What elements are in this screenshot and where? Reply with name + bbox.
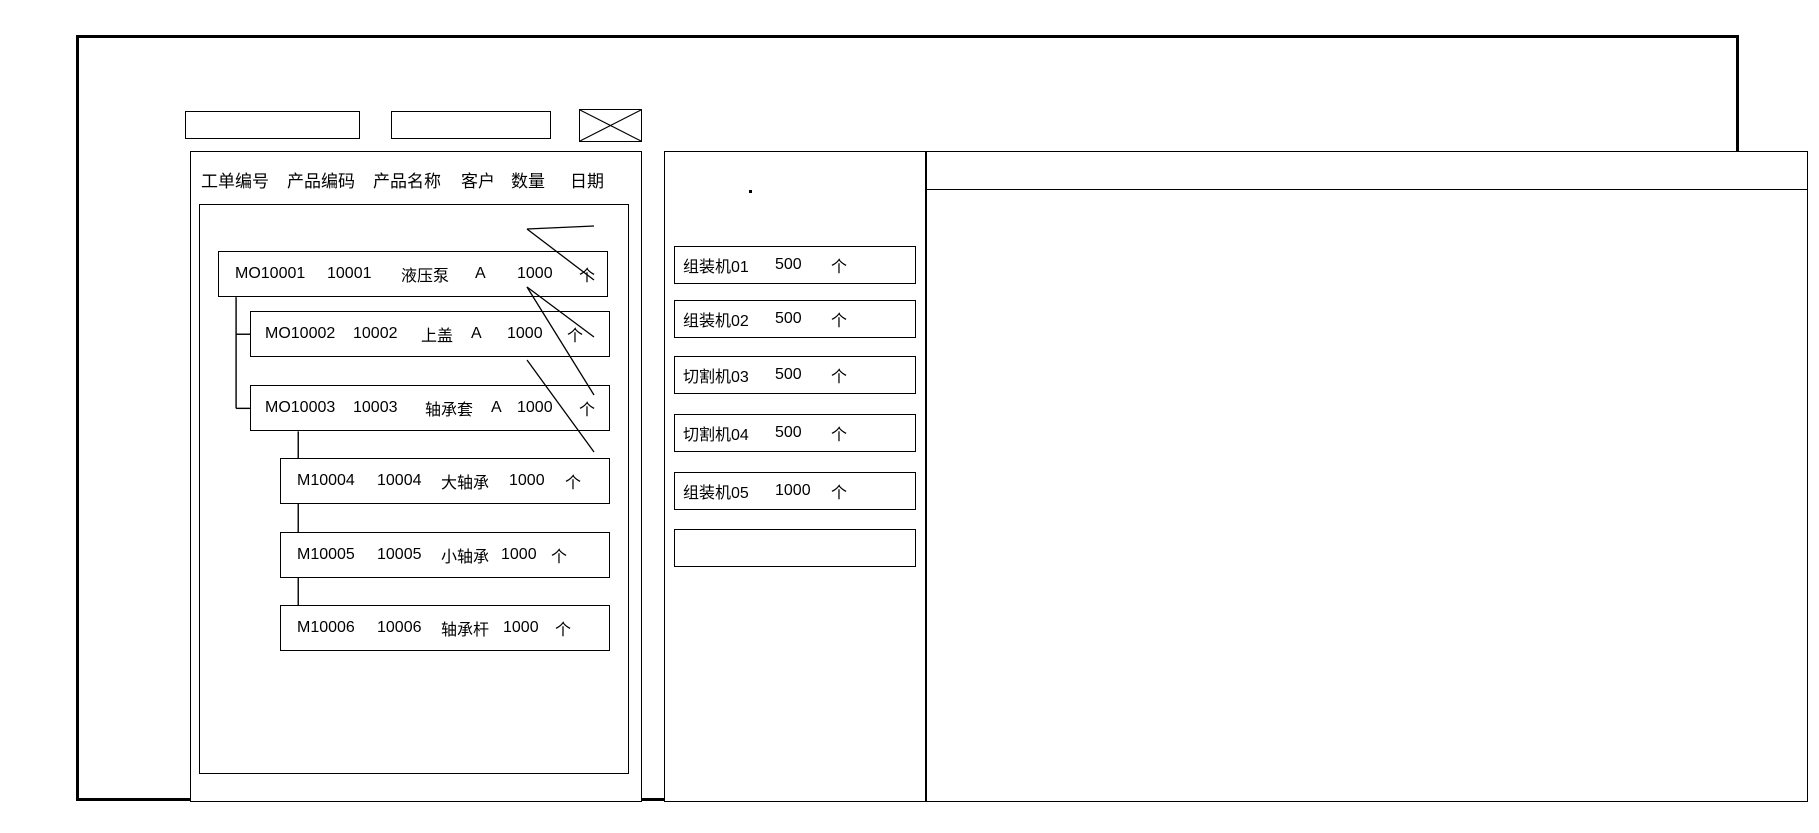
window-frame: 工单编号 产品编码 产品名称 客户 数量 日期	[76, 35, 1808, 802]
column-header-product-code: 产品编码	[287, 172, 355, 191]
cell-product-code: 10004	[377, 472, 422, 489]
machine-qty: 500	[775, 424, 802, 441]
list-item-empty[interactable]	[674, 529, 916, 567]
cell-order-no: MO10001	[235, 265, 306, 282]
cell-product-code: 10002	[353, 325, 398, 342]
table-row[interactable]: MO10002 10002 上盖 A 1000 个	[250, 311, 610, 357]
cell-order-no: M10005	[297, 546, 355, 563]
cell-unit: 个	[551, 549, 568, 566]
table-row[interactable]: MO10003 10003 轴承套 A 1000 个	[250, 385, 610, 431]
machine-qty: 500	[775, 256, 802, 273]
column-header-customer: 客户	[461, 172, 495, 191]
machine-qty: 500	[775, 366, 802, 383]
cell-product-code: 10003	[353, 399, 398, 416]
cell-order-no: MO10003	[265, 399, 336, 416]
machine-unit: 个	[831, 259, 848, 276]
table-row[interactable]: M10004 10004 大轴承 1000 个	[280, 458, 610, 504]
cell-unit: 个	[565, 475, 582, 492]
cell-customer: A	[471, 325, 482, 342]
toolbar-field-1[interactable]	[185, 111, 360, 139]
machine-name: 切割机03	[683, 369, 749, 386]
machine-unit: 个	[831, 485, 848, 502]
cell-product-name: 大轴承	[441, 475, 490, 492]
machine-name: 组装机05	[683, 485, 749, 502]
machine-assignment-panel: 组装机01 500 个 组装机02 500 个 切割机03 500 个 切割机0…	[664, 151, 926, 802]
cell-unit: 个	[567, 328, 584, 345]
cell-unit: 个	[555, 622, 572, 639]
detail-panel	[926, 151, 1808, 802]
cell-quantity: 1000	[501, 546, 537, 563]
panel-dot-marker	[749, 190, 752, 193]
cell-customer: A	[475, 265, 486, 282]
image-placeholder-icon[interactable]	[579, 109, 642, 142]
cell-order-no: MO10002	[265, 325, 336, 342]
column-headers: 工单编号 产品编码 产品名称 客户 数量 日期	[191, 169, 641, 195]
cell-order-no: M10006	[297, 619, 355, 636]
work-order-tree-panel: 工单编号 产品编码 产品名称 客户 数量 日期	[190, 151, 642, 802]
column-header-quantity: 数量	[511, 172, 545, 191]
cell-customer: A	[491, 399, 502, 416]
cell-quantity: 1000	[503, 619, 539, 636]
machine-unit: 个	[831, 313, 848, 330]
list-item[interactable]: 组装机01 500 个	[674, 246, 916, 284]
table-row[interactable]: MO10001 10001 液压泵 A 1000 个	[218, 251, 608, 297]
table-row[interactable]: M10006 10006 轴承杆 1000 个	[280, 605, 610, 651]
cell-order-no: M10004	[297, 472, 355, 489]
machine-unit: 个	[831, 369, 848, 386]
cell-product-code: 10005	[377, 546, 422, 563]
column-header-product-name: 产品名称	[373, 172, 441, 191]
cell-product-name: 液压泵	[401, 268, 450, 285]
list-item[interactable]: 组装机02 500 个	[674, 300, 916, 338]
cell-product-name: 轴承套	[425, 402, 474, 419]
machine-name: 组装机02	[683, 313, 749, 330]
machine-qty: 500	[775, 310, 802, 327]
detail-panel-divider	[927, 189, 1807, 190]
cell-quantity: 1000	[507, 325, 543, 342]
cell-product-code: 10001	[327, 265, 372, 282]
machine-unit: 个	[831, 427, 848, 444]
list-item[interactable]: 切割机03 500 个	[674, 356, 916, 394]
cell-unit: 个	[579, 402, 596, 419]
machine-name: 组装机01	[683, 259, 749, 276]
cell-unit: 个	[579, 268, 596, 285]
cell-quantity: 1000	[517, 265, 553, 282]
machine-name: 切割机04	[683, 427, 749, 444]
cell-quantity: 1000	[517, 399, 553, 416]
cell-product-name: 上盖	[421, 328, 454, 345]
tree-container: MO10001 10001 液压泵 A 1000 个 MO10002 10002…	[199, 204, 629, 774]
cell-product-name: 轴承杆	[441, 622, 490, 639]
column-header-order-no: 工单编号	[201, 172, 269, 191]
cell-product-code: 10006	[377, 619, 422, 636]
cell-quantity: 1000	[509, 472, 545, 489]
table-row[interactable]: M10005 10005 小轴承 1000 个	[280, 532, 610, 578]
list-item[interactable]: 切割机04 500 个	[674, 414, 916, 452]
list-item[interactable]: 组装机05 1000 个	[674, 472, 916, 510]
column-header-date: 日期	[570, 172, 604, 191]
cell-product-name: 小轴承	[441, 549, 490, 566]
toolbar-field-2[interactable]	[391, 111, 551, 139]
machine-qty: 1000	[775, 482, 811, 499]
